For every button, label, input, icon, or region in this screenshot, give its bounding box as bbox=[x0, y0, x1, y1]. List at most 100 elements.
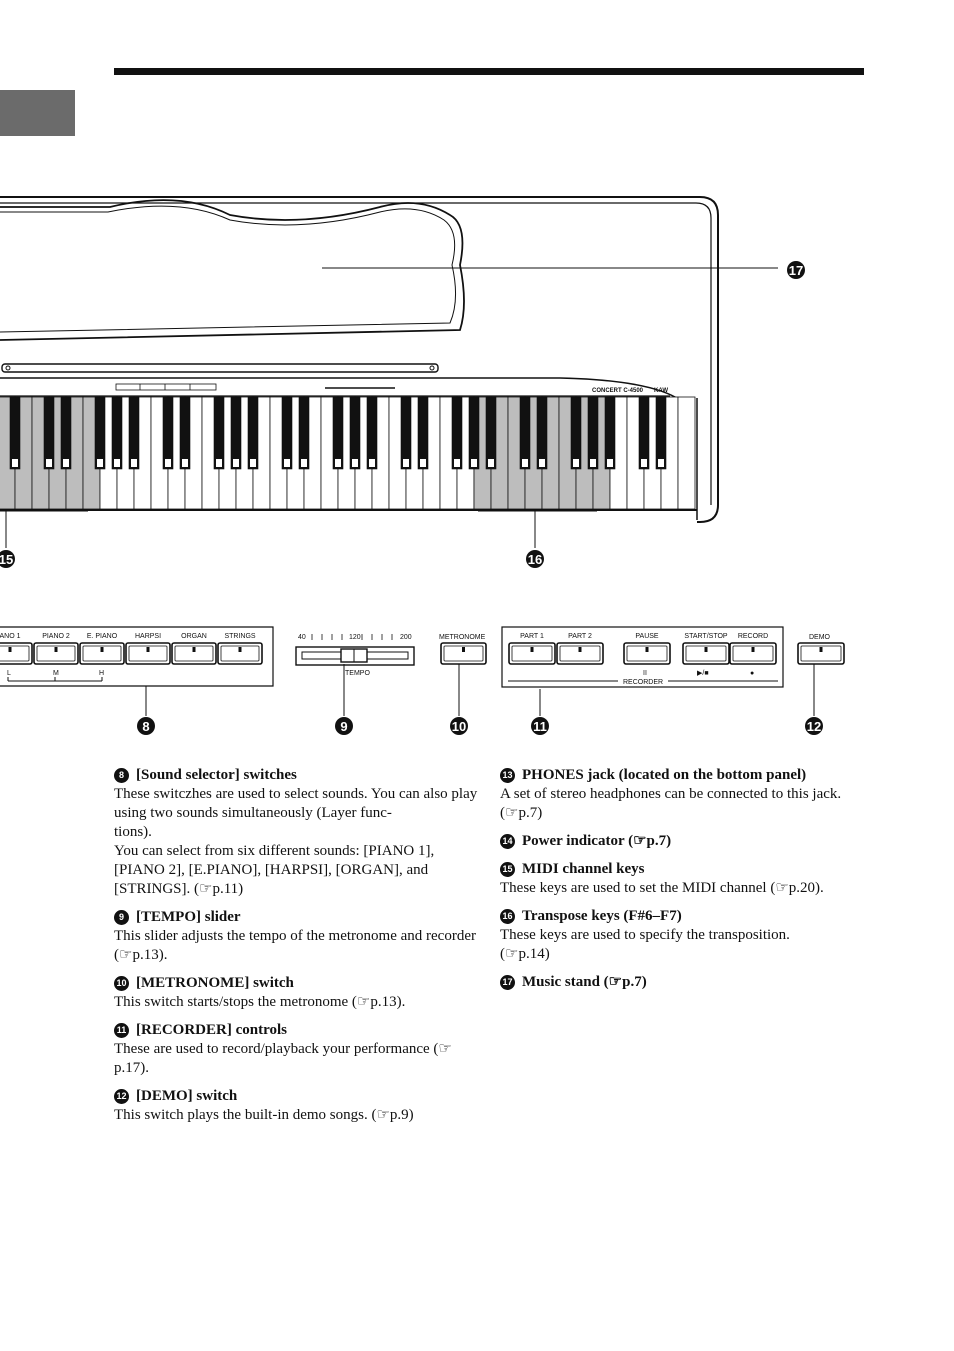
recorder-button-1-label: PART 1 bbox=[520, 633, 544, 640]
black-key-highlight bbox=[12, 459, 18, 467]
black-key[interactable] bbox=[536, 396, 548, 470]
black-key[interactable] bbox=[298, 396, 310, 470]
black-key[interactable] bbox=[349, 396, 361, 470]
black-key[interactable] bbox=[366, 396, 378, 470]
black-key[interactable] bbox=[60, 396, 72, 470]
item-body: These are used to record/playback your p… bbox=[114, 1041, 452, 1076]
black-key-highlight bbox=[182, 459, 188, 467]
item-body: These switczhes are used to select sound… bbox=[114, 786, 478, 897]
black-key[interactable] bbox=[451, 396, 463, 470]
sound-button-5[interactable] bbox=[171, 642, 217, 665]
black-key-highlight bbox=[488, 459, 494, 467]
recorder-button-3-label: PAUSE bbox=[635, 633, 659, 640]
sound-button-1[interactable] bbox=[0, 642, 33, 665]
item-title: Power indicator (☞p.7) bbox=[522, 833, 672, 849]
black-key[interactable] bbox=[604, 396, 616, 470]
black-key[interactable] bbox=[400, 396, 412, 470]
item-title: [DEMO] switch bbox=[136, 1088, 238, 1104]
item-body: A set of stereo headphones can be connec… bbox=[500, 786, 842, 821]
black-key[interactable] bbox=[655, 396, 667, 470]
control-strip bbox=[0, 383, 670, 397]
desc-metronome: 10[METRONOME] switch This switch starts/… bbox=[114, 974, 484, 1012]
desc-transpose-keys: 16 Transpose keys (F#6–F7) These keys are… bbox=[500, 907, 860, 964]
black-key[interactable] bbox=[230, 396, 242, 470]
black-key[interactable] bbox=[247, 396, 259, 470]
black-key[interactable] bbox=[332, 396, 344, 470]
model-label: CONCERT C-4500 bbox=[592, 388, 644, 394]
item-number: 12 bbox=[114, 1089, 129, 1104]
sound-button-4[interactable] bbox=[125, 642, 171, 665]
item-number: 13 bbox=[500, 768, 515, 783]
recorder-button-4-label: START/STOP bbox=[684, 633, 728, 640]
black-key-highlight bbox=[641, 459, 647, 467]
black-key-highlight bbox=[131, 459, 137, 467]
metronome-button[interactable] bbox=[440, 642, 487, 665]
callout-17: 17 bbox=[787, 261, 805, 279]
item-body: These keys are used to specify the trans… bbox=[500, 927, 790, 962]
white-key[interactable] bbox=[677, 396, 696, 510]
item-title: [Sound selector] switches bbox=[136, 767, 297, 783]
sound-button-4-label: HARPSI bbox=[135, 633, 161, 640]
black-key[interactable] bbox=[468, 396, 480, 470]
black-key[interactable] bbox=[213, 396, 225, 470]
black-key[interactable] bbox=[417, 396, 429, 470]
sound-button-3[interactable] bbox=[79, 642, 125, 665]
black-key-highlight bbox=[658, 459, 664, 467]
recorder-button-5[interactable] bbox=[729, 642, 777, 665]
leader-lines bbox=[0, 267, 815, 716]
metronome-label: METRONOME bbox=[439, 634, 486, 641]
tempo-label: TEMPO bbox=[345, 670, 370, 677]
black-key[interactable] bbox=[111, 396, 123, 470]
item-body: These keys are used to set the MIDI chan… bbox=[500, 880, 824, 896]
black-key[interactable] bbox=[638, 396, 650, 470]
svg-text:10: 10 bbox=[452, 719, 466, 734]
black-key[interactable] bbox=[128, 396, 140, 470]
desc-recorder: 11[RECORDER] controls These are used to … bbox=[114, 1021, 484, 1078]
svg-text:17: 17 bbox=[789, 263, 803, 278]
svg-text:9: 9 bbox=[340, 719, 347, 734]
black-key[interactable] bbox=[9, 396, 21, 470]
svg-text:8: 8 bbox=[142, 719, 149, 734]
recorder-button-2[interactable] bbox=[556, 642, 604, 665]
item-number: 16 bbox=[500, 909, 515, 924]
item-number: 17 bbox=[500, 975, 515, 990]
demo-button[interactable] bbox=[797, 642, 845, 665]
recorder-button-4[interactable] bbox=[682, 642, 730, 665]
header-rule bbox=[114, 68, 864, 75]
recorder-button-3[interactable] bbox=[623, 642, 671, 665]
black-key[interactable] bbox=[94, 396, 106, 470]
recorder-button-5-label: RECORD bbox=[738, 633, 768, 640]
black-key[interactable] bbox=[587, 396, 599, 470]
recorder-label: RECORDER bbox=[623, 679, 663, 686]
black-key[interactable] bbox=[43, 396, 55, 470]
black-key[interactable] bbox=[281, 396, 293, 470]
svg-text:11: 11 bbox=[533, 719, 547, 734]
black-key-highlight bbox=[369, 459, 375, 467]
black-key[interactable] bbox=[570, 396, 582, 470]
pause-symbol: II bbox=[643, 670, 647, 677]
black-key-highlight bbox=[301, 459, 307, 467]
black-key[interactable] bbox=[485, 396, 497, 470]
scale-low-label: L bbox=[7, 670, 11, 677]
sound-button-6[interactable] bbox=[217, 642, 263, 665]
black-key-highlight bbox=[352, 459, 358, 467]
black-key-highlight bbox=[403, 459, 409, 467]
black-key[interactable] bbox=[162, 396, 174, 470]
item-title: Transpose keys (F#6–F7) bbox=[522, 908, 682, 924]
black-key[interactable] bbox=[519, 396, 531, 470]
item-title: [METRONOME] switch bbox=[136, 975, 294, 991]
brand-label: KAW bbox=[654, 388, 668, 394]
item-title: [RECORDER] controls bbox=[136, 1022, 287, 1038]
tempo-tick-min: 40 bbox=[298, 634, 306, 641]
sound-button-2-label: PIANO 2 bbox=[42, 633, 70, 640]
item-number: 15 bbox=[500, 862, 515, 877]
black-key-highlight bbox=[607, 459, 613, 467]
recorder-button-1[interactable] bbox=[508, 642, 556, 665]
black-key-highlight bbox=[335, 459, 341, 467]
sound-button-2[interactable] bbox=[33, 642, 79, 665]
black-key[interactable] bbox=[179, 396, 191, 470]
item-number: 9 bbox=[114, 910, 129, 925]
